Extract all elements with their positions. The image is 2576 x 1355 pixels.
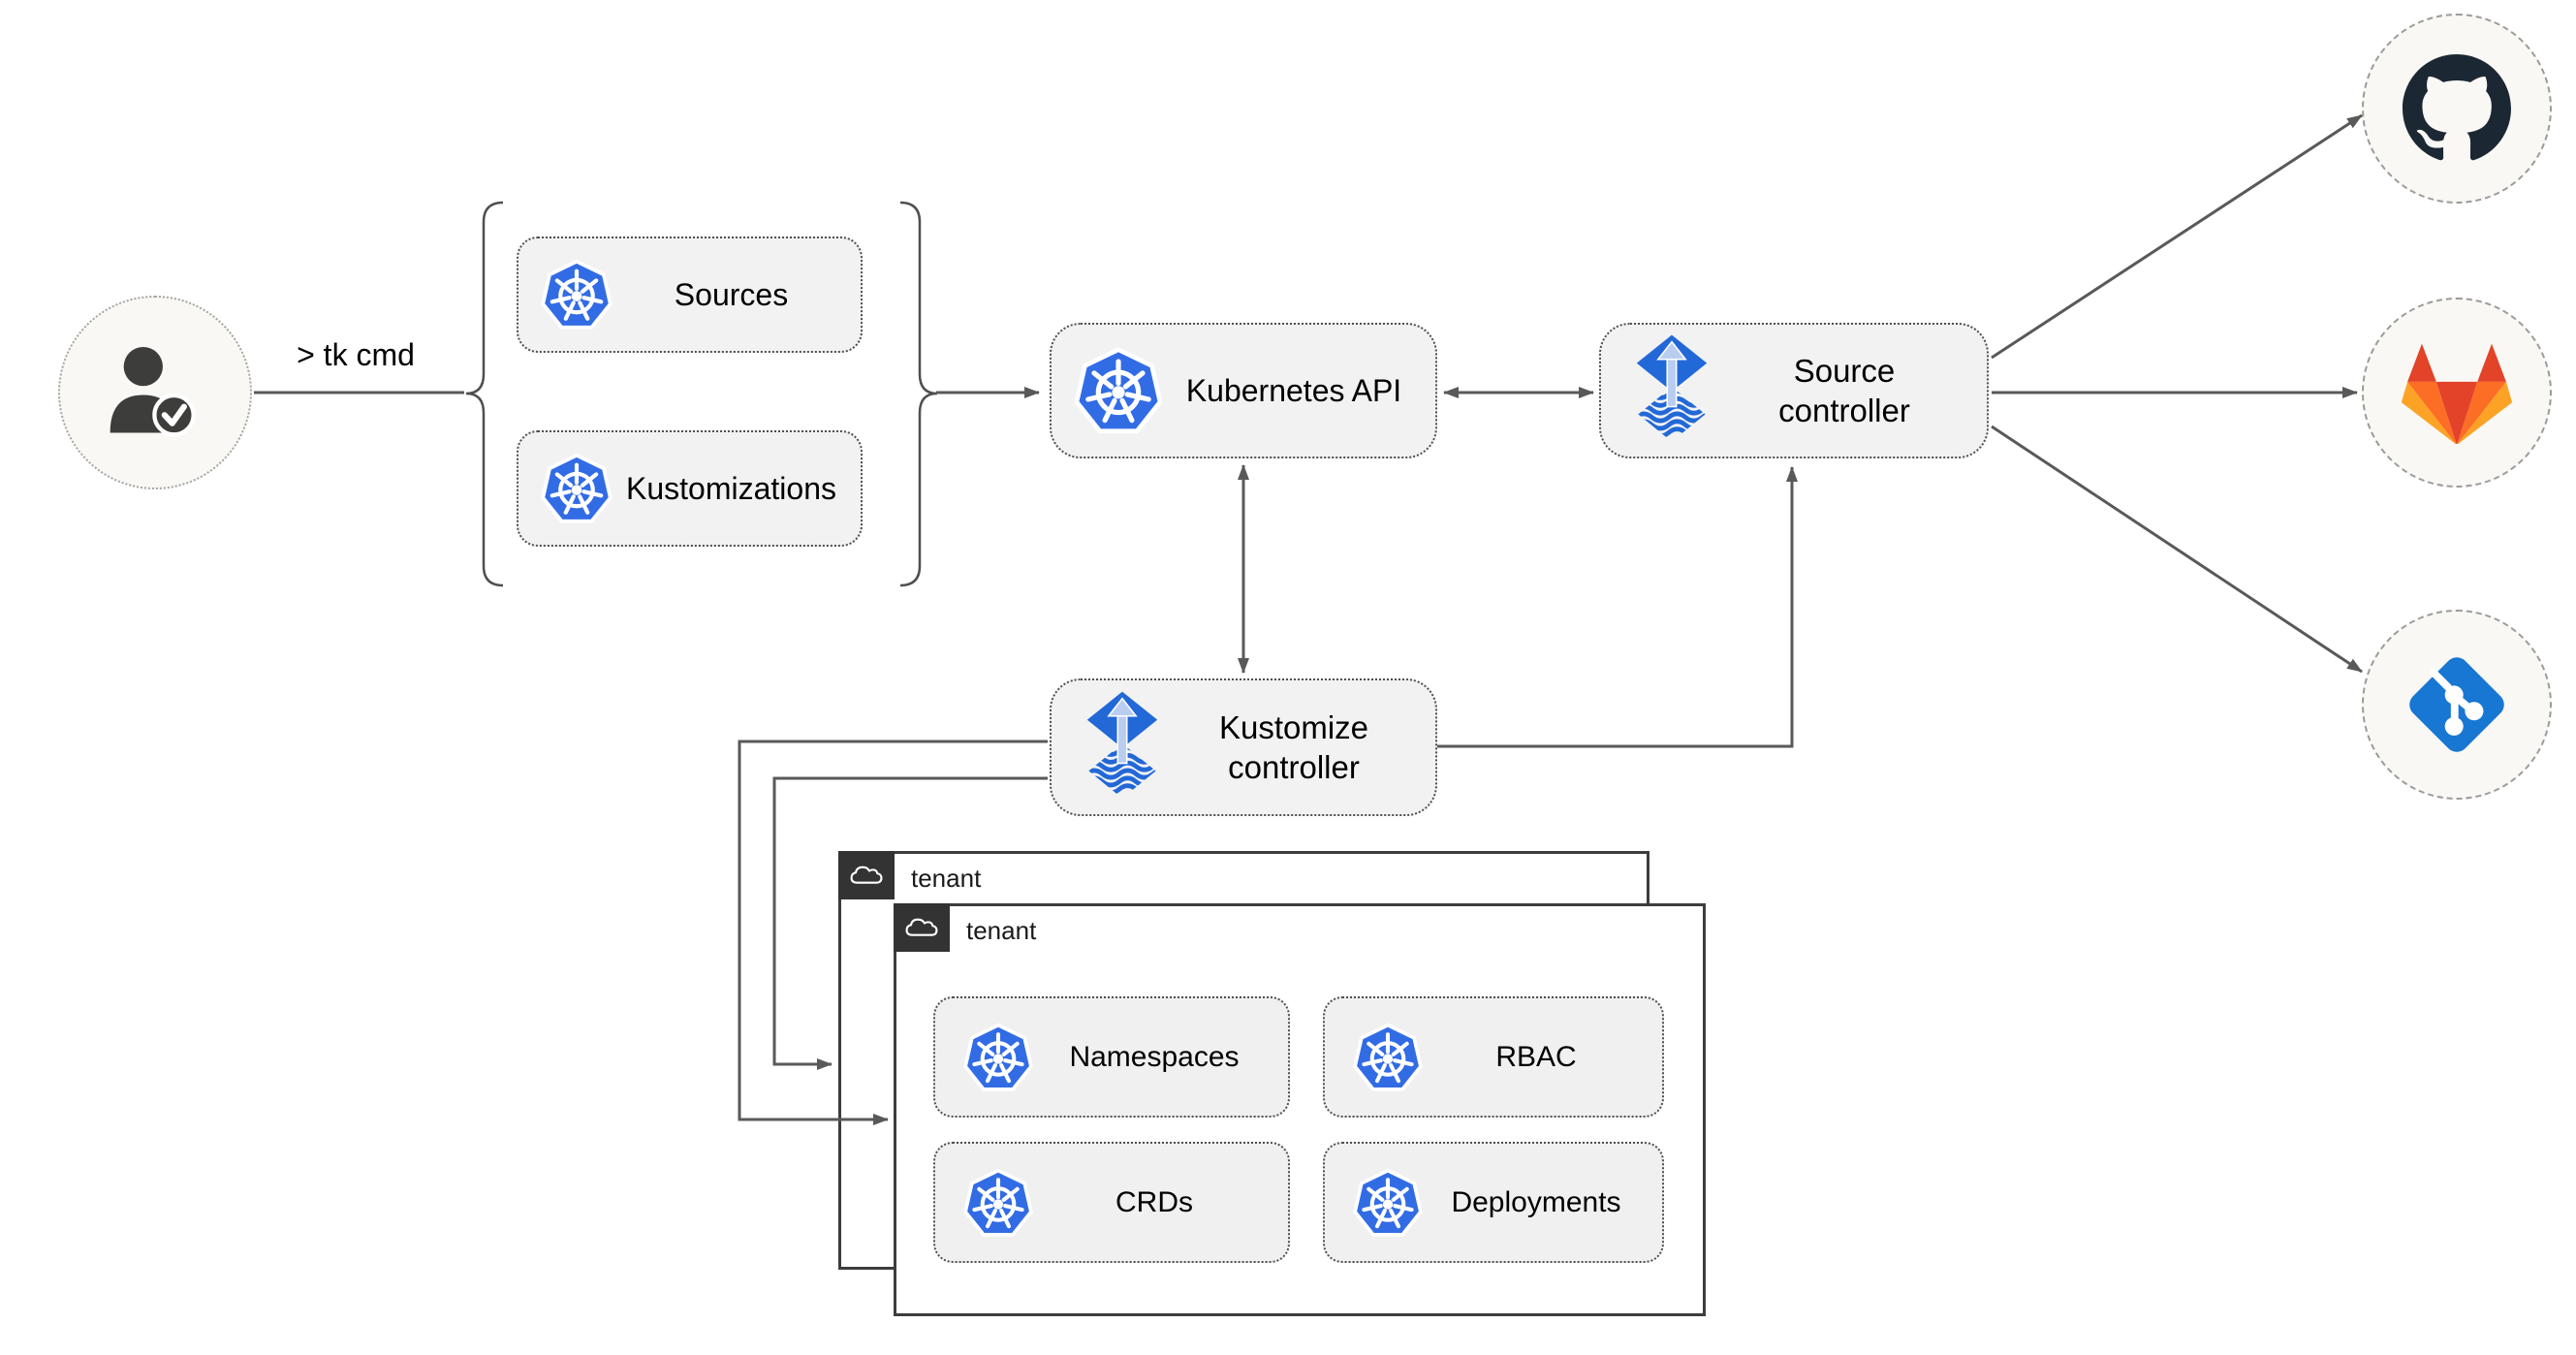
arrow-kustomize-to-source-ctrl [1437,466,1798,748]
flux-controller-icon [1081,690,1164,804]
arrow-source-ctrl-to-github [1991,113,2363,360]
tenant-label: tenant [966,916,1037,945]
namespaces-label: Namespaces [1069,1040,1240,1073]
kubernetes-icon [540,258,613,331]
brace-left [465,201,504,587]
kubernetes-icon [1352,1167,1424,1239]
kubernetes-icon [1073,345,1164,436]
cli-command-label: > tk cmd [297,337,415,372]
crds-node: CRDs [933,1142,1290,1263]
flux-controller-icon [1630,333,1713,448]
kustomizations-label: Kustomizations [626,471,836,506]
source-controller-node: Source controller [1599,323,1989,458]
kubernetes-icon [540,452,613,525]
github-icon [2403,54,2511,163]
deployments-node: Deployments [1323,1142,1664,1263]
gitlab-icon [2401,341,2513,444]
cloud-icon [848,864,885,887]
kustomizations-node: Kustomizations [517,430,863,547]
kustomize-controller-label: Kustomize controller [1218,709,1369,785]
user-check-icon [96,333,214,452]
namespaces-node: Namespaces [933,996,1290,1118]
kubernetes-api-label: Kubernetes API [1185,373,1402,408]
arrow-source-ctrl-to-git [1991,425,2363,674]
kubernetes-icon [962,1167,1034,1239]
tenant-box-front: tenant Namespaces RBAC CRDs Deployments [894,903,1706,1316]
git-endpoint [2362,610,2552,800]
cloud-icon [903,916,940,939]
tenant-label: tenant [911,864,982,893]
tenant-tab [894,903,950,952]
sources-label: Sources [674,277,789,312]
sources-node: Sources [517,236,863,353]
rbac-label: RBAC [1495,1040,1577,1073]
kubernetes-icon [962,1022,1034,1093]
crds-label: CRDs [1115,1185,1193,1218]
source-controller-label: Source controller [1778,352,1910,428]
kubernetes-api-node: Kubernetes API [1050,323,1437,458]
gitlab-endpoint [2362,298,2552,488]
kustomize-controller-node: Kustomize controller [1050,678,1437,816]
rbac-node: RBAC [1323,996,1664,1118]
kubernetes-icon [1352,1022,1424,1093]
tenant-tab [838,851,895,899]
git-icon [2403,650,2511,759]
user-node [58,296,252,489]
github-endpoint [2362,14,2552,204]
deployments-label: Deployments [1451,1185,1621,1218]
brace-right [899,201,938,587]
